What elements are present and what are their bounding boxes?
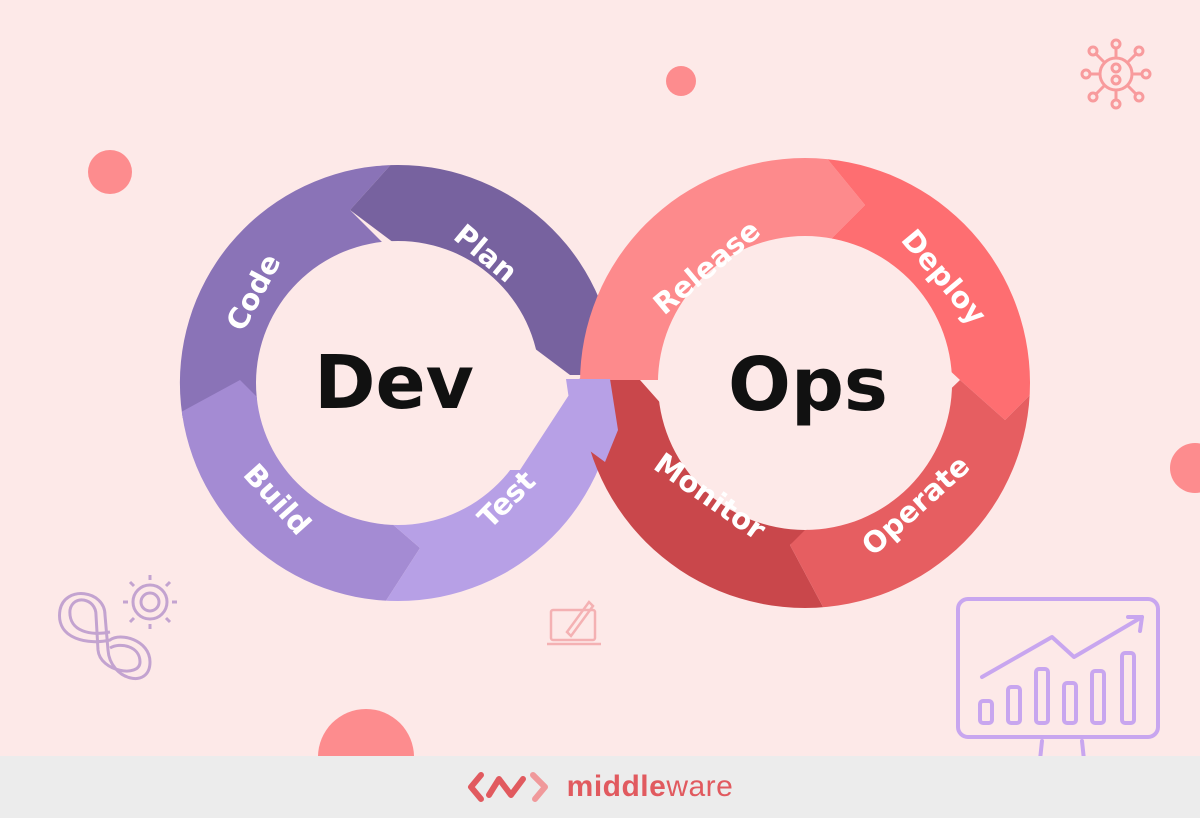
network-node-icon xyxy=(1080,38,1152,110)
brand-name-bold: middle xyxy=(566,770,667,803)
footer: middleware xyxy=(0,756,1200,818)
brand-name: middleware xyxy=(567,770,734,804)
middleware-logo-icon xyxy=(467,772,548,802)
middleware-logo: middleware xyxy=(467,769,734,805)
brand-name-regular: ware xyxy=(666,770,734,803)
test-arrow-head xyxy=(566,379,618,462)
dev-title: Dev xyxy=(314,340,474,426)
decorative-dot xyxy=(88,150,132,194)
devops-infinity-diagram: Code Plan Build Test Release Deploy Oper… xyxy=(58,38,1200,756)
laptop-edit-icon xyxy=(547,600,601,646)
analytics-board-icon xyxy=(956,597,1160,756)
ops-title: Ops xyxy=(728,342,888,428)
infinity-loop: Code Plan Build Test Release Deploy Oper… xyxy=(179,158,1030,608)
infinity-gear-icon xyxy=(58,575,177,681)
decorative-dot xyxy=(666,66,696,96)
